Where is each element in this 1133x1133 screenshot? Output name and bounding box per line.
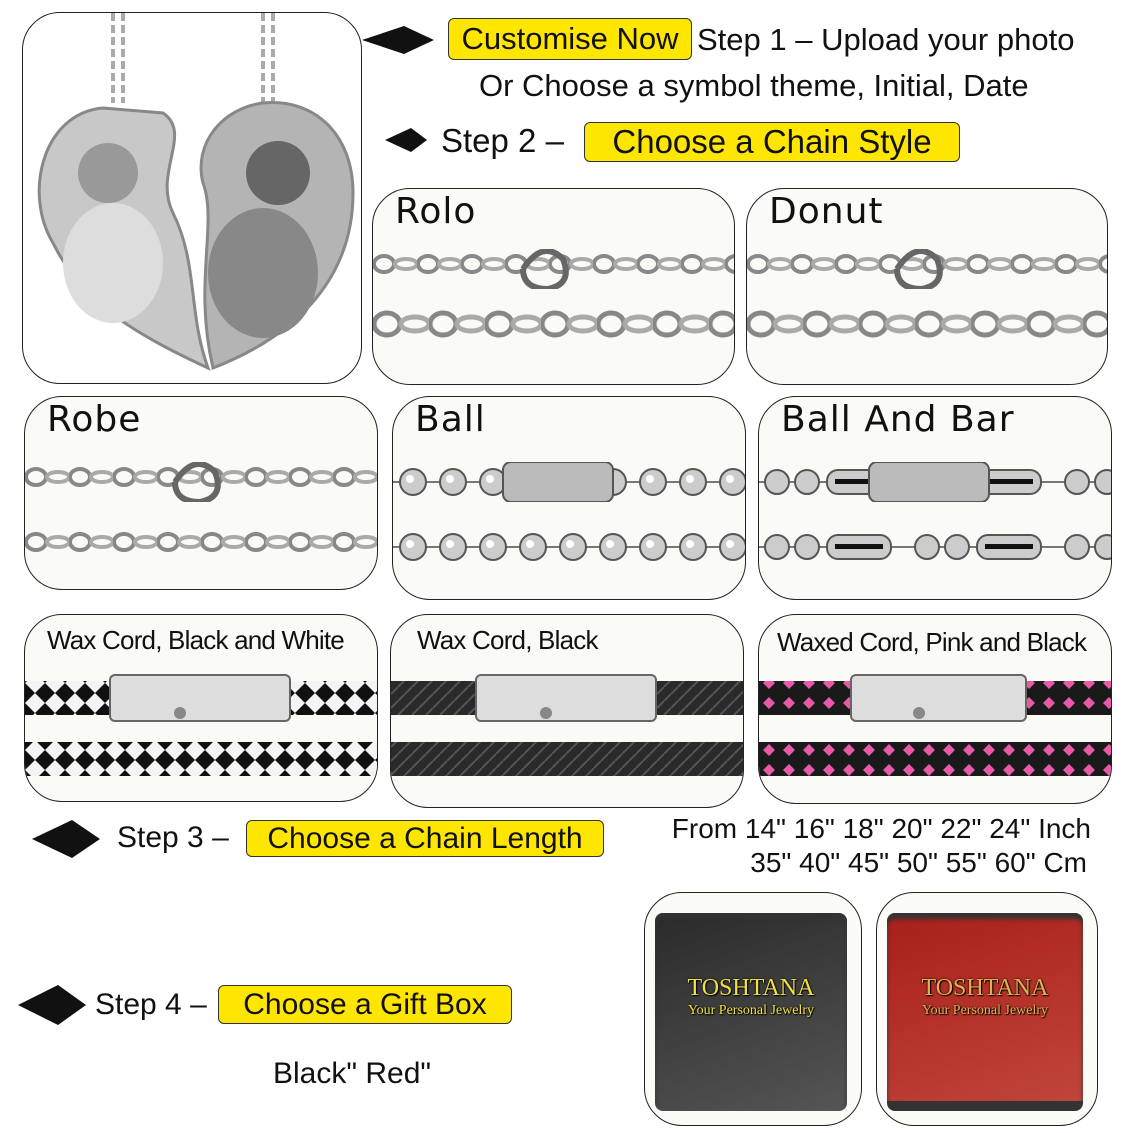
- choose-chain-style-button[interactable]: Choose a Chain Style: [584, 122, 960, 162]
- brand-tagline: Your Personal Jewelry: [921, 1003, 1049, 1018]
- brand-tagline: Your Personal Jewelry: [687, 1003, 815, 1018]
- customise-now-button[interactable]: Customise Now: [448, 18, 692, 60]
- chain-option-rolo[interactable]: Rolo: [372, 188, 735, 385]
- gift-box-options: Black" Red": [273, 1057, 432, 1090]
- chain-name: Wax Cord, Black: [417, 625, 598, 655]
- brand-logo: TOSHTANA: [687, 975, 815, 1001]
- chain-option-wax-cord-black[interactable]: Wax Cord, Black: [390, 614, 744, 808]
- gift-box-red[interactable]: TOSHTANA Your Personal Jewelry: [876, 892, 1098, 1126]
- chain-name: Robe: [47, 399, 142, 440]
- chain-option-ball[interactable]: Ball: [392, 396, 746, 600]
- chain-option-waxed-cord-pink-black[interactable]: Waxed Cord, Pink and Black: [758, 614, 1112, 804]
- arrow-icon: [32, 820, 100, 858]
- choose-chain-length-button[interactable]: Choose a Chain Length: [246, 820, 604, 857]
- chain-option-donut[interactable]: Donut: [746, 188, 1108, 385]
- arrow-icon: [385, 128, 427, 152]
- step3-label: Step 3 –: [117, 821, 229, 854]
- heart-pendant-image: [37, 13, 355, 371]
- chain-name: Waxed Cord, Pink and Black: [777, 627, 1087, 657]
- pendant-photo: [22, 12, 362, 384]
- box-image: TOSHTANA Your Personal Jewelry: [655, 913, 847, 1111]
- choose-gift-box-button[interactable]: Choose a Gift Box: [218, 985, 512, 1024]
- step4-label: Step 4 –: [95, 988, 207, 1021]
- chain-option-wax-cord-black-white[interactable]: Wax Cord, Black and White: [24, 614, 378, 802]
- step2-label: Step 2 –: [441, 122, 564, 159]
- chain-name: Wax Cord, Black and White: [47, 625, 345, 655]
- length-inches: From 14" 16" 18" 20" 22" 24" Inch: [671, 813, 1091, 844]
- chain-name: Ball And Bar: [781, 399, 1015, 440]
- step1-subtext: Or Choose a symbol theme, Initial, Date: [479, 68, 1029, 103]
- chain-option-ball-and-bar[interactable]: Ball And Bar: [758, 396, 1112, 600]
- length-cm: 35" 40" 45" 50" 55" 60" Cm: [750, 847, 1087, 878]
- chain-option-robe[interactable]: Robe: [24, 396, 378, 590]
- arrow-icon: [18, 985, 86, 1025]
- arrow-icon: [362, 26, 434, 54]
- chain-name: Ball: [415, 399, 486, 440]
- box-image: TOSHTANA Your Personal Jewelry: [887, 913, 1083, 1111]
- gift-box-black[interactable]: TOSHTANA Your Personal Jewelry: [644, 892, 862, 1126]
- chain-name: Donut: [769, 191, 884, 232]
- step1-text: Step 1 – Upload your photo: [697, 22, 1075, 57]
- brand-logo: TOSHTANA: [921, 975, 1049, 1001]
- chain-name: Rolo: [395, 191, 477, 232]
